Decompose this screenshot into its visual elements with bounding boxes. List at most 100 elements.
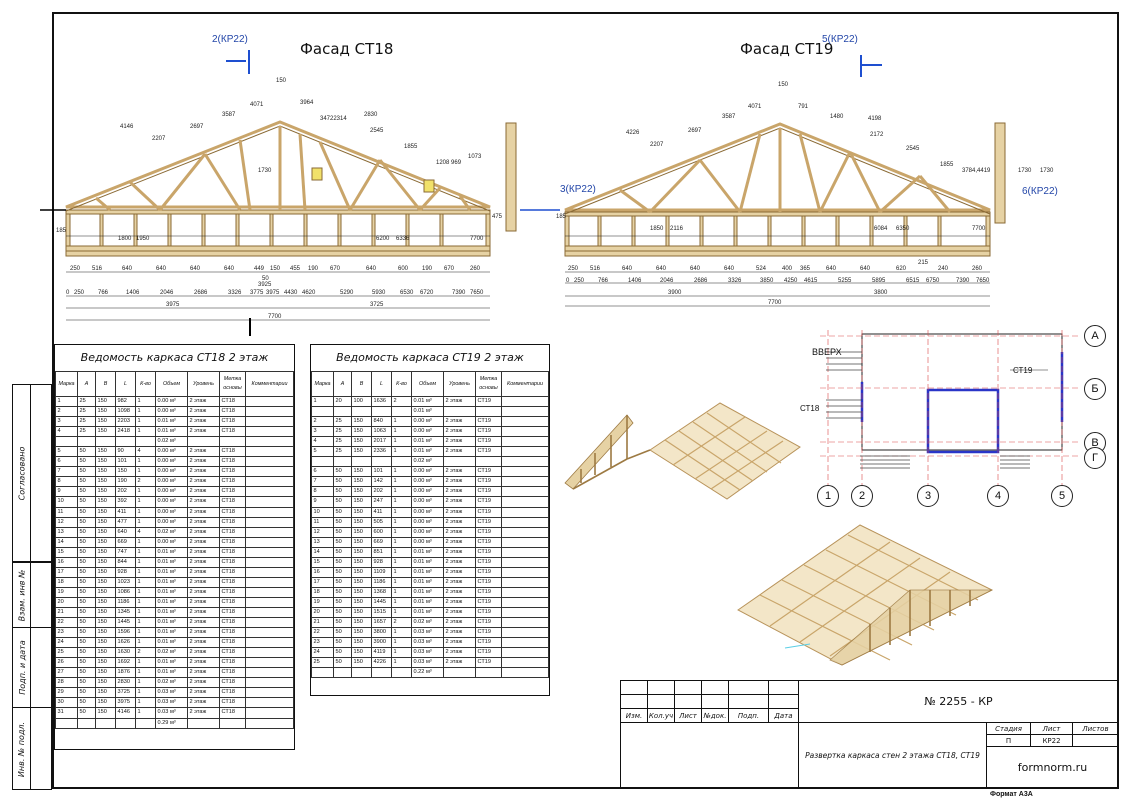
dim-text: 2207 <box>152 136 166 142</box>
table-cell: СТ18 <box>219 426 246 438</box>
table-cell: 844 <box>115 556 136 568</box>
inv-orig-label: Инв. № подл. <box>17 721 27 777</box>
table-cell: 2 этаж <box>187 576 220 588</box>
table-cell: 50 <box>333 476 352 488</box>
table-cell: 25 <box>77 406 96 418</box>
dim-text: 250 <box>74 290 85 296</box>
table-cell: 2 этаж <box>187 687 220 699</box>
table-cell <box>501 657 549 669</box>
dim-text: 150 <box>778 82 789 88</box>
table-cell <box>245 506 294 518</box>
dim-text: 1406 <box>126 290 140 296</box>
table-cell: 3 <box>311 426 334 438</box>
table-cell <box>245 556 294 568</box>
table-cell <box>371 406 392 418</box>
table-cell: 1 <box>135 707 156 719</box>
table-cell <box>245 717 294 729</box>
table-cell: 150 <box>351 476 372 488</box>
table-cell: 0.02 м³ <box>411 456 444 468</box>
table-cell: 2 этаж <box>187 496 220 508</box>
drawing-frame <box>52 12 1119 789</box>
table-cell <box>501 486 549 498</box>
table-cell: 24 <box>55 637 78 649</box>
table-cell <box>311 667 334 679</box>
table-cell: 9 <box>55 486 78 498</box>
table-cell: 1 <box>391 556 412 568</box>
table-cell <box>245 576 294 588</box>
table-cell <box>55 436 78 448</box>
table-cell: 1 <box>391 416 412 428</box>
table-cell <box>501 546 549 558</box>
table-cell: 0.01 м³ <box>411 556 444 568</box>
dim-text: 475 <box>492 214 503 220</box>
table-cell: 3975 <box>115 697 136 709</box>
table-cell: СТ19 <box>475 566 502 578</box>
dim-text: 4071 <box>250 102 264 108</box>
table-cell: 1 <box>311 395 334 408</box>
table-cell: 392 <box>115 496 136 508</box>
section-mark-ct19 <box>862 64 882 66</box>
table-cell: 25 <box>333 446 352 458</box>
schedule-header-cell: B <box>351 371 372 397</box>
table-cell: СТ18 <box>219 617 246 629</box>
plan-label-ct18: СТ18 <box>800 404 820 413</box>
table-cell: 150 <box>95 416 116 428</box>
section-ref-left: 3(КР22) <box>560 184 596 195</box>
table-cell: 2 этаж <box>443 416 476 428</box>
table-cell: 50 <box>77 506 96 518</box>
table-cell: 2 этаж <box>187 466 220 478</box>
header-kol-uch: Кол.уч <box>648 709 675 723</box>
table-cell: 2 <box>55 406 78 418</box>
dim-text: 640 <box>656 266 667 272</box>
table-cell <box>245 637 294 649</box>
table-cell: 16 <box>55 556 78 568</box>
table-cell: 1109 <box>371 566 392 578</box>
table-row: 0.22 м³ <box>311 667 549 679</box>
table-cell: 17 <box>311 576 334 588</box>
table-cell: СТ18 <box>219 526 246 538</box>
table-cell: 1 <box>391 486 412 498</box>
table-cell: 0.03 м³ <box>155 687 188 699</box>
dim-text: 640 <box>190 266 201 272</box>
table-cell <box>351 406 372 418</box>
dim-text: 1855 <box>404 144 418 150</box>
table-cell: 0.01 м³ <box>411 406 444 418</box>
table-cell: 4226 <box>371 657 392 669</box>
table-cell <box>77 717 96 729</box>
table-cell <box>475 667 502 679</box>
table-cell: 1 <box>135 516 156 528</box>
table-cell: 1 <box>135 416 156 428</box>
table-cell: СТ18 <box>219 596 246 608</box>
table-cell: 150 <box>351 556 372 568</box>
table-cell: 2 этаж <box>443 446 476 458</box>
table-cell: 1 <box>391 576 412 588</box>
table-cell: СТ19 <box>475 586 502 598</box>
dim-text: 7700 <box>972 226 986 232</box>
schedule-header-cell: Уровень <box>187 371 220 397</box>
table-cell: 0.00 м³ <box>411 506 444 518</box>
table-cell: 25 <box>311 657 334 669</box>
table-cell: 50 <box>77 536 96 548</box>
table-cell: 50 <box>333 546 352 558</box>
section-mark-ct18-bar <box>248 50 250 74</box>
table-cell: 2 этаж <box>187 667 220 679</box>
table-cell <box>245 526 294 538</box>
axis-label-g: Г <box>1084 447 1106 469</box>
dim-text: 5895 <box>872 278 886 284</box>
table-cell: 0.01 м³ <box>411 596 444 608</box>
table-cell: 150 <box>351 586 372 598</box>
dim-text: 3775 <box>250 290 264 296</box>
table-cell: 150 <box>95 466 116 478</box>
table-cell: СТ18 <box>219 627 246 639</box>
table-cell <box>501 395 549 408</box>
table-cell: 50 <box>333 536 352 548</box>
dim-text: 449 <box>254 266 265 272</box>
